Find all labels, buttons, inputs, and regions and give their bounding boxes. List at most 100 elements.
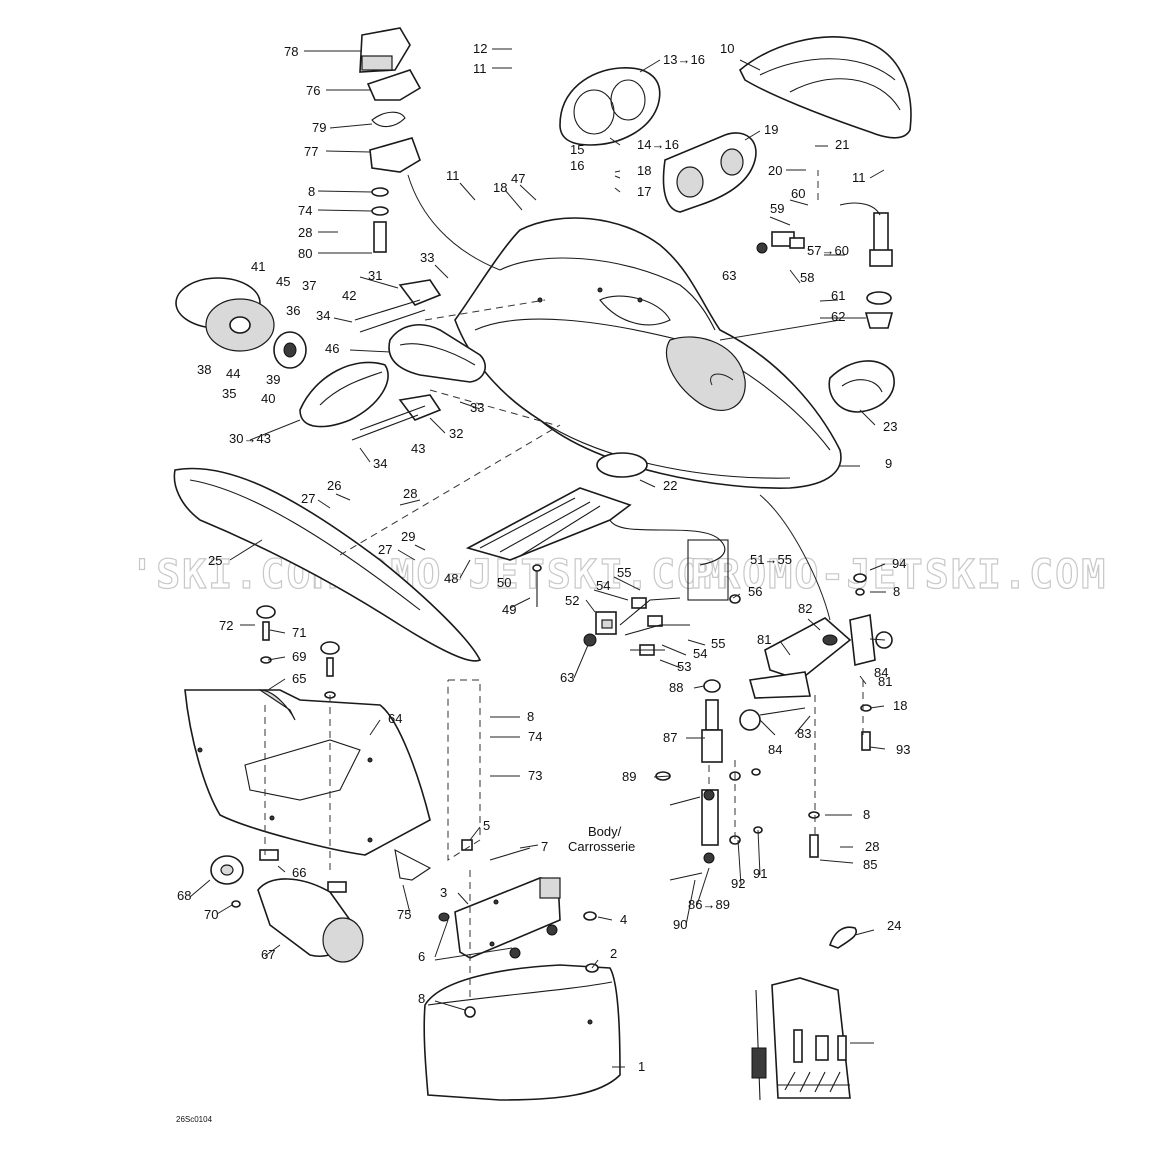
callout-47: 47 bbox=[511, 171, 525, 186]
callout-54-mid: 54 bbox=[693, 646, 707, 661]
callout-23: 23 bbox=[883, 419, 897, 434]
callout-66: 66 bbox=[292, 865, 306, 880]
callout-11-top: 11 bbox=[473, 61, 487, 76]
callout-50: 50 bbox=[497, 575, 511, 590]
callout-94: 94 bbox=[892, 556, 906, 571]
callout-8-right: 8 bbox=[893, 584, 900, 599]
callout-49: 49 bbox=[502, 602, 516, 617]
footrest-part bbox=[173, 467, 482, 662]
callout-89: 89 bbox=[622, 769, 636, 784]
callout-13-16: 13→16 bbox=[663, 52, 705, 67]
callout-83: 83 bbox=[797, 726, 811, 741]
callout-58: 58 bbox=[800, 270, 814, 285]
callout-9: 9 bbox=[885, 456, 892, 471]
tray-part bbox=[465, 487, 632, 561]
callout-35: 35 bbox=[222, 386, 236, 401]
callout-62: 62 bbox=[831, 309, 845, 324]
cable-tie-part bbox=[828, 926, 857, 949]
callout-42: 42 bbox=[342, 288, 356, 303]
wiring-harness-part bbox=[532, 519, 741, 656]
callout-70: 70 bbox=[204, 907, 218, 922]
callout-5: 5 bbox=[483, 818, 490, 833]
callout-53: 53 bbox=[677, 659, 691, 674]
tool-kit-part bbox=[751, 977, 851, 1101]
callout-22: 22 bbox=[663, 478, 677, 493]
callout-48: 48 bbox=[444, 571, 458, 586]
callout-27-mid: 27 bbox=[378, 542, 392, 557]
callout-86-89: 86→89 bbox=[688, 897, 730, 912]
callout-39: 39 bbox=[266, 372, 280, 387]
callout-93: 93 bbox=[896, 742, 910, 757]
callout-3: 3 bbox=[440, 885, 447, 900]
grommet-part bbox=[596, 452, 648, 478]
callout-10: 10 bbox=[720, 41, 734, 56]
callout-67: 67 bbox=[261, 947, 275, 962]
gauge-bezel-part bbox=[559, 67, 661, 146]
body-note-line2: Carrosserie bbox=[568, 839, 635, 854]
callout-60: 60 bbox=[791, 186, 805, 201]
callout-84-mid: 84 bbox=[768, 742, 782, 757]
callout-87: 87 bbox=[663, 730, 677, 745]
callout-11-right: 11 bbox=[852, 170, 866, 185]
callout-25: 25 bbox=[208, 553, 222, 568]
callout-56: 56 bbox=[748, 584, 762, 599]
callout-69: 69 bbox=[292, 649, 306, 664]
callout-92: 92 bbox=[731, 876, 745, 891]
callout-6: 6 bbox=[418, 949, 425, 964]
steering-cover-part bbox=[299, 361, 389, 428]
callout-74-mid: 74 bbox=[528, 729, 542, 744]
callout-11-mid: 11 bbox=[446, 168, 460, 183]
gauge-support-part bbox=[662, 132, 757, 213]
callout-74-top: 74 bbox=[298, 203, 312, 218]
callout-8-top: 8 bbox=[308, 184, 315, 199]
callout-61: 61 bbox=[831, 288, 845, 303]
callout-81-left: 81 bbox=[757, 632, 771, 647]
callout-84-right: 84 bbox=[874, 665, 888, 680]
callout-76: 76 bbox=[306, 83, 320, 98]
callout-8-bin: 8 bbox=[418, 991, 425, 1006]
callout-14-16: 14→16 bbox=[637, 137, 679, 152]
callout-32: 32 bbox=[449, 426, 463, 441]
callout-18-mid: 18 bbox=[493, 180, 507, 195]
callout-33-mid: 33 bbox=[470, 400, 484, 415]
main-body-part bbox=[454, 217, 842, 489]
callout-19: 19 bbox=[764, 122, 778, 137]
hull-panel-part bbox=[184, 689, 431, 856]
callout-17: 17 bbox=[637, 184, 651, 199]
callout-51-55: 51→55 bbox=[750, 552, 792, 567]
callout-71: 71 bbox=[292, 625, 306, 640]
callout-36: 36 bbox=[286, 303, 300, 318]
hardware-small-part bbox=[438, 839, 599, 973]
body-note-line1: Body/ bbox=[588, 824, 622, 839]
callout-20: 20 bbox=[768, 163, 782, 178]
callout-41: 41 bbox=[251, 259, 265, 274]
callout-16: 16 bbox=[570, 158, 584, 173]
callout-24: 24 bbox=[887, 918, 901, 933]
callout-45: 45 bbox=[276, 274, 290, 289]
storage-bin-part bbox=[423, 964, 621, 1101]
callout-73: 73 bbox=[528, 768, 542, 783]
callout-63-mid: 63 bbox=[560, 670, 574, 685]
steering-wheel-parts bbox=[175, 277, 307, 369]
callout-79: 79 bbox=[312, 120, 326, 135]
callout-85: 85 bbox=[863, 857, 877, 872]
callout-40: 40 bbox=[261, 391, 275, 406]
callout-31: 31 bbox=[368, 268, 382, 283]
storage-cover-part bbox=[739, 36, 912, 139]
callout-21: 21 bbox=[835, 137, 849, 152]
callout-18-right: 18 bbox=[893, 698, 907, 713]
callout-77: 77 bbox=[304, 144, 318, 159]
callout-78: 78 bbox=[284, 44, 298, 59]
callout-68: 68 bbox=[177, 888, 191, 903]
callout-34-mid: 34 bbox=[373, 456, 387, 471]
callout-28-top: 28 bbox=[298, 225, 312, 240]
callout-55-top: 55 bbox=[617, 565, 631, 580]
callout-46: 46 bbox=[325, 341, 339, 356]
callout-65: 65 bbox=[292, 671, 306, 686]
callout-59: 59 bbox=[770, 201, 784, 216]
callout-26: 26 bbox=[327, 478, 341, 493]
steering-column-part bbox=[655, 573, 893, 881]
callout-44: 44 bbox=[226, 366, 240, 381]
mirror-part bbox=[828, 360, 895, 413]
